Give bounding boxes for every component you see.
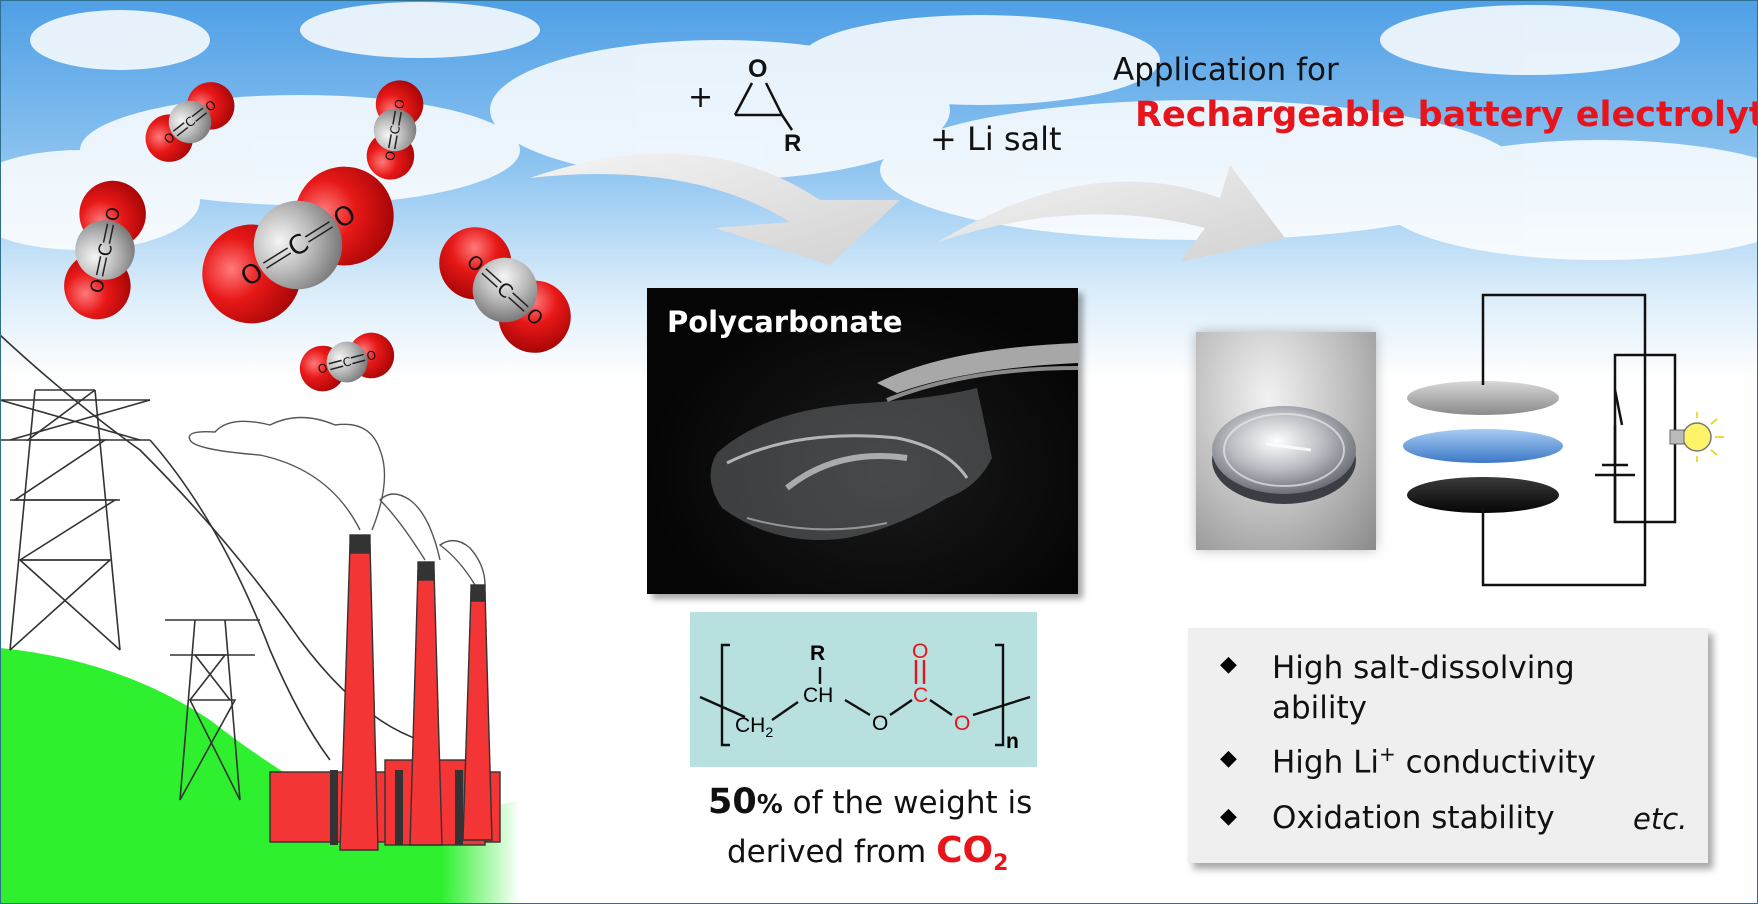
electrode-top [1407, 381, 1559, 415]
property-li-conductivity: High Li+ conductivity [1272, 742, 1596, 781]
formula-n: n [1006, 730, 1019, 753]
epoxide-r-label: R [784, 130, 802, 157]
li-salt-text: + Li salt [930, 120, 1062, 158]
co2-molecule-icon: O C O [64, 180, 146, 320]
battery-schematic [1403, 293, 1724, 587]
light-bulb-icon [1669, 412, 1724, 462]
co2-molecule-icon: O C O [366, 80, 424, 180]
formula-o1: O [872, 712, 889, 735]
smoke-icon [188, 416, 486, 586]
property-salt-dissolving-line2: ability [1272, 690, 1368, 726]
electrode-bottom [1407, 477, 1559, 513]
weight-note-line2: derived from CO2 [727, 830, 1009, 877]
property-oxidation-stability: Oxidation stability [1272, 800, 1555, 836]
atom-label: O [391, 98, 408, 110]
weight-note-line1: 50% of the weight is [708, 782, 1033, 822]
arrow-to-battery [938, 165, 1285, 262]
properties-panel: ◆ High salt-dissolving ability ◆ High Li… [1188, 628, 1708, 863]
formula-bonds [699, 643, 1031, 747]
formula-o2: O [954, 712, 971, 735]
atom-label: C [95, 242, 117, 258]
formula-ch: CH [803, 684, 834, 707]
atom-label: O [87, 277, 109, 295]
atom-label: C [341, 354, 353, 370]
atom-label: O [103, 205, 125, 223]
coin-cell-photo [1196, 332, 1376, 550]
formula-c: C [913, 684, 929, 707]
formula-o-top: O [912, 640, 929, 663]
polycarbonate-label: Polycarbonate [667, 305, 903, 339]
diamond-bullet-icon: ◆ [1220, 652, 1237, 677]
polycarbonate-photo [647, 288, 1078, 594]
formula-r: R [810, 642, 826, 665]
electrolyte-layer [1403, 429, 1563, 463]
co2-highlight: CO2 [936, 830, 1009, 877]
epoxide-structure [733, 82, 794, 131]
epoxide-oxygen-label: O [748, 55, 768, 83]
application-for-text: Application for [1113, 52, 1339, 88]
co2-molecule-icon: OCO [145, 82, 235, 162]
rechargeable-battery-title: Rechargeable battery electrolytes [1135, 95, 1758, 135]
diamond-bullet-icon: ◆ [1220, 804, 1237, 829]
etc-text: etc. [1633, 802, 1688, 836]
co2-molecule-icon: OCO [202, 166, 394, 324]
co2-molecule-icon: OCO [439, 227, 571, 353]
atom-label: O [382, 150, 399, 162]
diamond-bullet-icon: ◆ [1220, 746, 1237, 771]
atom-label: O [316, 361, 329, 377]
polycarbonate-formula: R CH CH2 O C O O n [690, 612, 1037, 767]
atom-label: C [387, 124, 403, 135]
factory-icon [269, 534, 501, 851]
coin-cell-image [1212, 406, 1356, 504]
atom-label: O [365, 348, 378, 364]
arrow-to-polycarbonate [530, 153, 900, 265]
property-salt-dissolving-line1: High salt-dissolving [1272, 650, 1575, 686]
plus-epoxide-sign: + [688, 80, 714, 115]
formula-ch2: CH2 [735, 714, 774, 741]
polycarbonate-film-image [710, 343, 1078, 540]
